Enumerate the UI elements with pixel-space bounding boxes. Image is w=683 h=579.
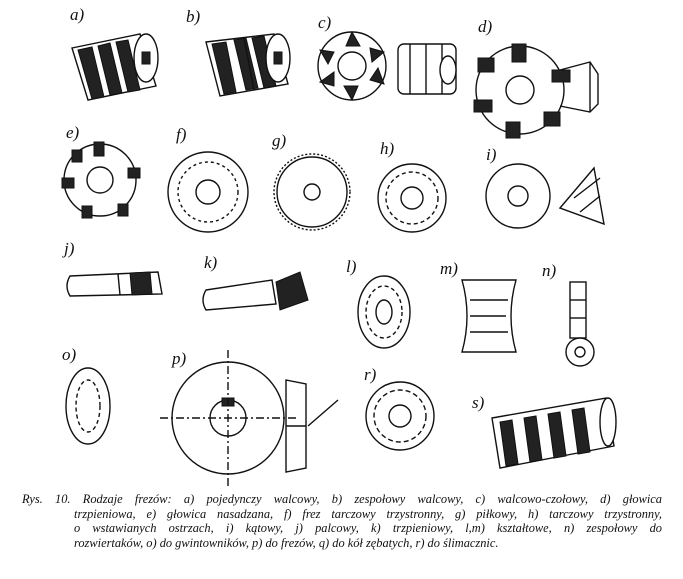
cutter-f-side-face <box>167 151 249 233</box>
cutter-j-end-mill <box>66 271 163 297</box>
cutter-i-angle <box>485 163 605 229</box>
label-f: f) <box>176 125 187 144</box>
label-a: a) <box>70 5 85 24</box>
label-l: l) <box>346 257 357 276</box>
label-o: o) <box>62 345 77 364</box>
cutter-a-cylindrical <box>71 33 159 101</box>
cutter-b-gang-cylindrical <box>205 33 291 97</box>
cutter-p-for-cutters <box>160 350 339 486</box>
cutter-m-form-gang <box>461 279 517 353</box>
label-p: p) <box>172 349 187 368</box>
label-e: e) <box>66 123 80 142</box>
cutter-o-tap <box>65 367 111 445</box>
label-k: k) <box>204 253 218 272</box>
cutter-s-hob <box>491 397 617 469</box>
milling-cutters-figure: a) b) c) d) e) f) g) h) i) j) k) l) m) n… <box>61 5 617 486</box>
cutter-g-slitting-saw <box>273 153 351 231</box>
label-m: m) <box>440 259 458 278</box>
label-b: b) <box>186 7 201 26</box>
label-s: s) <box>472 393 485 412</box>
label-r: r) <box>364 365 377 384</box>
figure-caption: Rys. 10. Rodzaje frezów: a) pojedynczy w… <box>22 492 662 550</box>
label-c: c) <box>318 13 332 32</box>
cutters-drawing <box>61 30 617 486</box>
label-h: h) <box>380 139 395 158</box>
cutter-n-reamer-gang <box>565 281 595 367</box>
label-i: i) <box>486 145 497 164</box>
caption-line-4: rozwiertaków, o) do gwintowników, p) do … <box>74 535 499 550</box>
label-j: j) <box>64 239 75 258</box>
label-n: n) <box>542 261 557 280</box>
cutter-h-inserted-blades <box>377 163 447 233</box>
cutter-l-form <box>357 275 411 349</box>
cutter-d-arbor-head <box>473 43 599 139</box>
cutter-c-shell-end-mill <box>317 30 457 102</box>
cutter-k-arbor <box>202 271 309 311</box>
label-g: g) <box>272 131 287 150</box>
caption-line-2: trzpieniowa, e) głowica nasadzana, f) fr… <box>74 506 662 521</box>
caption-line-1: Rys. 10. Rodzaje frezów: a) pojedynczy w… <box>22 492 662 506</box>
cutter-r-worm <box>365 381 435 451</box>
cutter-e-shell-mill <box>61 141 141 219</box>
label-d: d) <box>478 17 493 36</box>
caption-line-3: o wstawianych ostrzach, i) kątowy, j) pa… <box>74 521 662 536</box>
